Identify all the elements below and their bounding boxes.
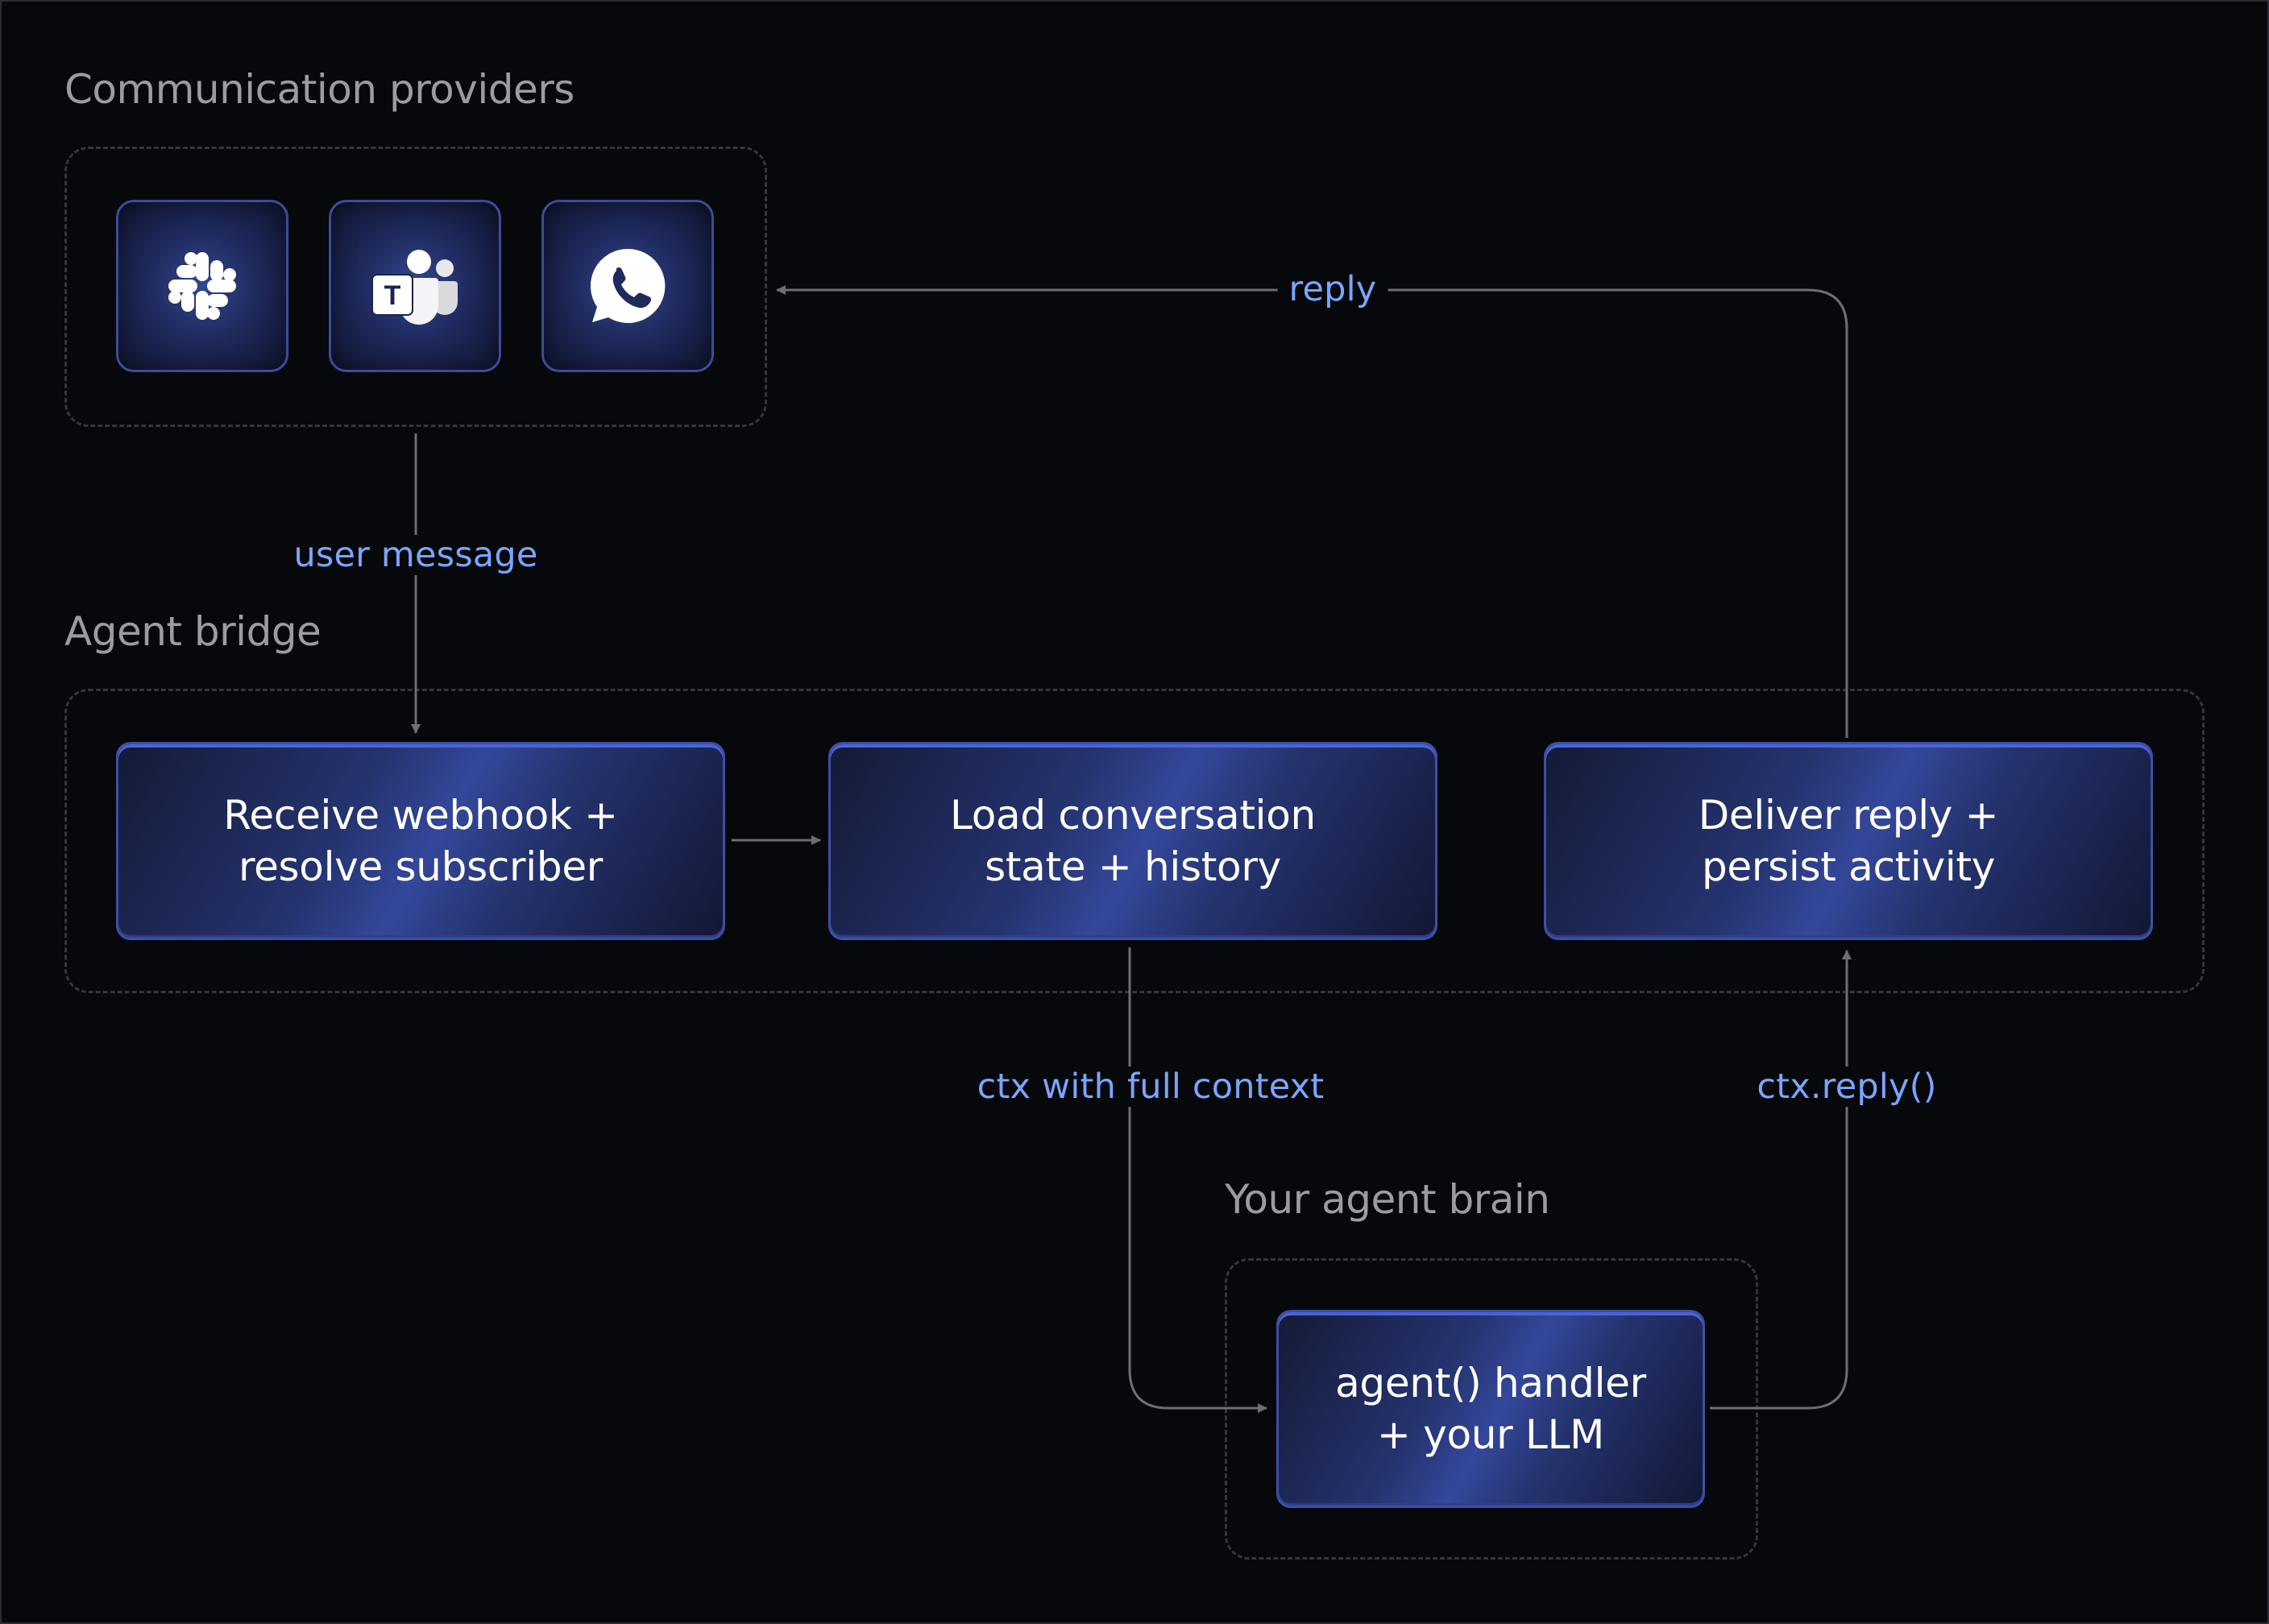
deliver-reply-label: Deliver reply + persist activity: [1698, 792, 1999, 890]
agent-handler-label: agent() handler + your LLM: [1335, 1360, 1646, 1458]
teams-tile: T: [329, 200, 501, 372]
edge-label-ctx-context: ctx with full context: [965, 1067, 1336, 1107]
brain-group-title: Your agent brain: [1225, 1176, 1550, 1223]
receive-webhook-node: Receive webhook + resolve subscriber: [116, 742, 725, 940]
receive-webhook-label: Receive webhook + resolve subscriber: [223, 792, 618, 890]
bridge-group-title: Agent bridge: [64, 608, 321, 655]
providers-group-title: Communication providers: [64, 66, 575, 113]
edge-label-ctx-reply: ctx.reply(): [1745, 1067, 1948, 1107]
whatsapp-icon: [590, 248, 666, 323]
load-conversation-node: Load conversation state + history: [828, 742, 1437, 940]
edge-label-reply: reply: [1277, 269, 1388, 309]
deliver-reply-node: Deliver reply + persist activity: [1544, 742, 2153, 940]
load-conversation-label: Load conversation state + history: [950, 792, 1316, 890]
slack-icon: [168, 252, 236, 320]
svg-text:T: T: [384, 280, 401, 311]
teams-icon: T: [371, 250, 458, 325]
whatsapp-tile: [541, 200, 714, 372]
agent-handler-node: agent() handler + your LLM: [1276, 1310, 1705, 1508]
slack-tile: [116, 200, 288, 372]
providers-group: [64, 147, 767, 427]
edge-label-user-message: user message: [282, 535, 550, 575]
